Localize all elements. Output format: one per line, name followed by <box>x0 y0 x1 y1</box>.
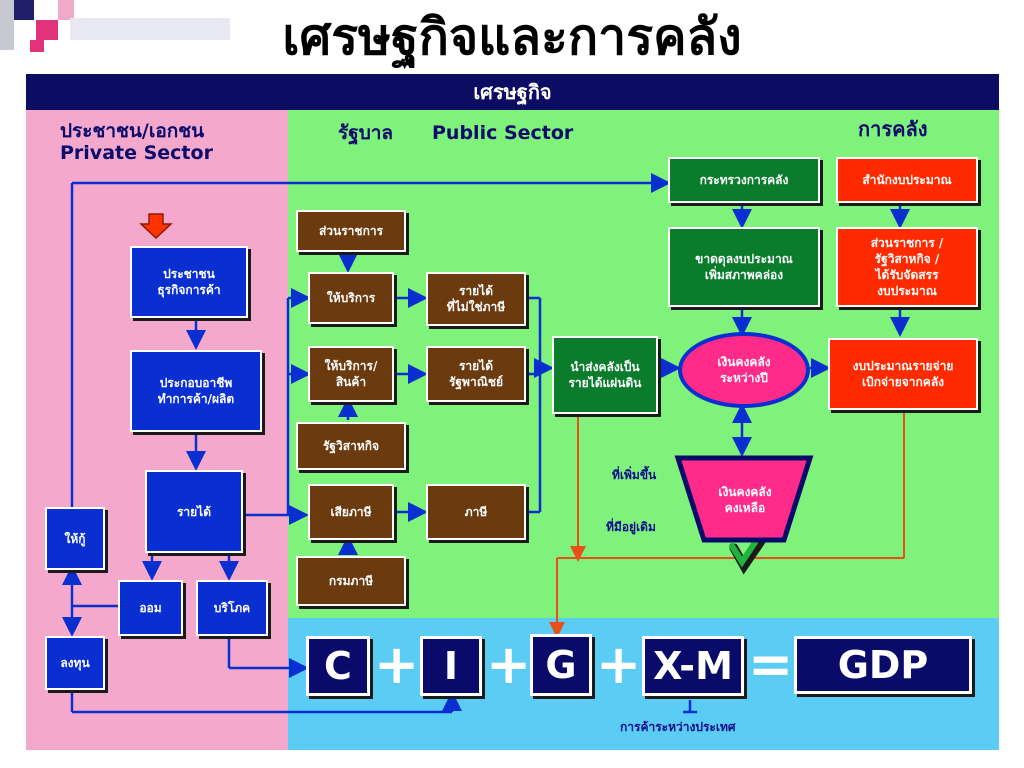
budget-bureau-box: สำนักงบประมาณ <box>836 157 978 203</box>
service-box: ให้บริการ <box>308 272 394 324</box>
down-arrow-icon <box>139 213 173 240</box>
note-increase: ที่เพิ่มขึ้น <box>612 468 657 482</box>
equation-plus-2: + <box>486 633 532 696</box>
decor-square-magenta-2 <box>30 40 44 52</box>
career-box: ประกอบอาชีพ ทำการค้า/ผลิต <box>130 350 262 432</box>
invest-box: ลงทุน <box>45 636 105 690</box>
equation-plus-1: + <box>374 633 420 696</box>
note-trade: การค้าระหว่างประเทศ <box>620 720 736 734</box>
treasury-remaining-shape <box>674 455 814 543</box>
equation-i: I <box>420 636 482 696</box>
soe-box: รัฐวิสาหกิจ <box>296 422 406 470</box>
pay-tax-box: เสียภาษี <box>308 484 394 540</box>
equation-gdp: GDP <box>794 636 972 694</box>
remit-box: นำส่งคลังเป็น รายได้แผ่นดิน <box>552 336 658 414</box>
equation-plus-3: + <box>596 633 642 696</box>
equation-c: C <box>306 636 370 696</box>
note-existing: ที่มีอยู่เดิม <box>606 520 656 534</box>
people-business-box: ประชาชน ธุรกิจการค้า <box>130 246 248 318</box>
decor-square-navy <box>14 0 34 20</box>
public-sector-label: Public Sector <box>432 122 574 144</box>
income-box: รายได้ <box>145 470 243 553</box>
equation-xm: X-M <box>642 636 744 696</box>
lend-box: ให้กู้ <box>45 507 105 570</box>
equation-equals: = <box>748 633 794 696</box>
treasury-remaining-label: เงินคงคลัง คงเหลือ <box>718 485 772 515</box>
decor-square-pink <box>58 0 74 20</box>
decor-square-magenta <box>36 20 58 40</box>
private-sector-label: ประชาชน/เอกชน Private Sector <box>60 120 213 164</box>
allocation-box: ส่วนราชการ / รัฐวิสาหกิจ / ได้รับจัดสรร … <box>836 227 978 307</box>
non-tax-income-box: รายได้ ที่ไม่ใช่ภาษี <box>426 272 526 326</box>
header-band: เศรษฐกิจ <box>26 74 999 110</box>
decor-bar <box>70 18 230 40</box>
ministry-box: กระทรวงการคลัง <box>668 157 820 203</box>
deficit-box: ขาดดุลงบประมาณ เพิ่มสภาพคล่อง <box>668 227 820 307</box>
equation-g: G <box>530 634 592 696</box>
gov-agency-box: ส่วนราชการ <box>296 210 406 252</box>
service-goods-box: ให้บริการ/ สินค้า <box>308 346 394 402</box>
decor-square-gray <box>0 0 14 50</box>
government-label: รัฐบาล <box>338 122 394 144</box>
expenditure-box: งบประมาณรายจ่าย เบิกจ่ายจากคลัง <box>828 338 978 410</box>
tax-box: ภาษี <box>426 484 526 540</box>
save-box: ออม <box>118 580 183 636</box>
revenue-dept-box: กรมภาษี <box>296 556 406 606</box>
page-title: เศรษฐกิจและการคลัง <box>282 8 742 66</box>
treasury-between-ellipse: เงินคงคลัง ระหว่างปี <box>678 332 810 408</box>
consume-box: บริโภค <box>196 580 268 636</box>
soe-income-box: รายได้ รัฐพาณิชย์ <box>426 346 526 402</box>
fiscal-label: การคลัง <box>858 117 928 141</box>
